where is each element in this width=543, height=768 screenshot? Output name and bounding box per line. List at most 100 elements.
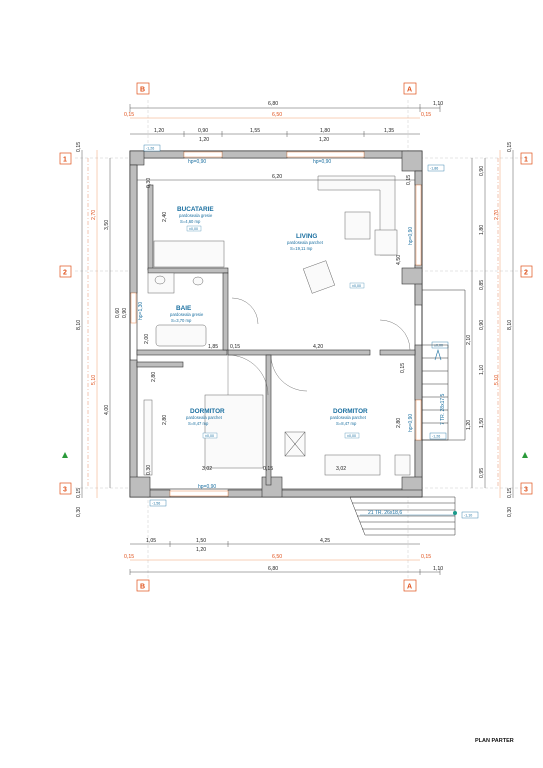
dim-left-below: 0,30: [76, 507, 82, 517]
dim-left-col-2: 0,90: [122, 308, 128, 318]
dim-top-axis-left: 0,15: [124, 112, 134, 118]
dim-right-outer-bottom: 0,15: [507, 488, 513, 498]
room-dormitor1-name: DORMITOR: [190, 408, 225, 415]
dim-right-corner: 0,15: [406, 175, 412, 185]
dim-living-width: 6,20: [272, 174, 282, 180]
hp-labels: hp=0,90 hp=0,90 hp=0,90 hp=0,90 hp=1,30 …: [138, 159, 414, 490]
axis-label-a-top: A: [407, 87, 412, 94]
room-bucatarie-finish: pardoseala gresie: [179, 213, 213, 218]
dim-top-overall: 6,80: [268, 101, 278, 107]
interior-dimensions: 6,20 1,85 0,15 4,20 3,02 0,15 3,02 4,50 …: [137, 174, 415, 475]
room-baie-name: BAIE: [176, 305, 192, 312]
dim-living-height: 4,50: [396, 255, 402, 265]
axis-label-b-bottom: B: [140, 584, 145, 591]
axis-label-2-left: 2: [63, 270, 67, 277]
room-baie-area: S=3,70 mp: [171, 318, 192, 323]
dim-bottom-axis-right: 0,15: [421, 554, 431, 560]
dim-left-span-bottom: 5,10: [91, 375, 97, 385]
dim-right-overall: 8,10: [507, 320, 513, 330]
room-dormitor2-finish: pardoseala parchet: [330, 415, 367, 420]
dim-bed1-h: 2,80: [162, 415, 168, 425]
level-bottom-right: -1,10: [464, 514, 472, 518]
room-living-area: S=19,11 mp: [290, 246, 313, 251]
furniture: [143, 175, 411, 476]
room-bucatarie-level: ±0,00: [189, 227, 198, 231]
dim-left-small: 2,80: [151, 372, 157, 382]
dim-top-seg-5: 1,35: [384, 128, 394, 134]
drawing-title: PLAN PARTER: [475, 738, 514, 744]
room-bucatarie-name: BUCATARIE: [177, 206, 214, 213]
dim-left-inner-b: 4,00: [104, 405, 110, 415]
dim-top-seg-1: 1,20: [154, 128, 164, 134]
dim-bottom-right-ext: 1,10: [433, 566, 443, 572]
stair-outer-label: 21 TR. 26x18,6: [368, 510, 402, 516]
level-top-right: -1,86: [430, 167, 438, 171]
dim-right-below: 0,30: [507, 507, 513, 517]
room-dormitor1-level: ±0,00: [205, 434, 214, 438]
dim-right-col-3: 0,85: [479, 280, 485, 290]
dim-left-inner-a: 3,50: [104, 220, 110, 230]
left-dimensions: 0,15 2,70 8,10 5,10 0,15 0,30 3,50 4,00 …: [76, 142, 128, 517]
room-bucatarie-area: S=4,60 mp: [180, 219, 201, 224]
room-dormitor1-area: S=8,47 mp: [188, 421, 209, 426]
level-bottom-left: -1,56: [152, 502, 160, 506]
dim-corr-left: 1,85: [208, 344, 218, 350]
dim-left-overall: 8,10: [76, 320, 82, 330]
dim-right-col-6: 1,50: [479, 418, 485, 428]
dim-right-span-bottom: 5,10: [494, 375, 500, 385]
dim-right-colb-1: 2,10: [466, 335, 472, 345]
dim-bottom-sub: 1,20: [196, 547, 206, 553]
dim-corner-top: 0,30: [146, 178, 152, 188]
axis-label-b-top: B: [140, 87, 145, 94]
dim-kitchen-h: 2,40: [162, 212, 168, 222]
dim-top-sub-2: 1,20: [319, 137, 329, 143]
dim-left-outer-top: 0,15: [76, 142, 82, 152]
axis-label-1-left: 1: [63, 157, 67, 164]
axis-label-1-right: 1: [524, 157, 528, 164]
axis-label-3-left: 3: [63, 487, 67, 494]
dim-right-colb-2: 1,20: [466, 420, 472, 430]
axis-label-2-right: 2: [524, 270, 528, 277]
dim-corr-mid: 0,15: [230, 344, 240, 350]
room-living-level: ±0,00: [352, 284, 361, 288]
dim-small-v: 0,15: [400, 363, 406, 373]
dim-right-outer-top: 0,15: [507, 142, 513, 152]
dim-top-seg-3: 1,55: [250, 128, 260, 134]
axis-label-3-right: 3: [524, 487, 528, 494]
dim-bottom-seg-2: 1,50: [196, 538, 206, 544]
level-top-left: -1,26: [146, 147, 154, 151]
dim-right-col-7: 0,95: [479, 468, 485, 478]
dim-top-right-ext: 1,10: [433, 101, 443, 107]
room-baie-finish: pardoseala gresie: [170, 312, 204, 317]
right-dimensions: 0,15 2,70 8,10 5,10 0,15 0,30 0,90 1,80 …: [466, 142, 514, 517]
room-living-finish: pardoseala parchet: [287, 240, 324, 245]
dim-mid-wall: 0,15: [263, 466, 273, 472]
dim-top-sub-1: 1,20: [199, 137, 209, 143]
dim-right-span-top: 2,70: [494, 210, 500, 220]
hp-right-top: hp=0,90: [408, 227, 414, 245]
dim-left-span-top: 2,70: [91, 210, 97, 220]
dim-bottom-seg-1: 1,05: [146, 538, 156, 544]
dim-left-col-1: 0,60: [115, 308, 121, 318]
dim-right-col-1: 0,90: [479, 166, 485, 176]
dim-top-seg-4: 1,80: [320, 128, 330, 134]
dim-bath-h: 2,00: [144, 334, 150, 344]
hp-bottom: hp=0,90: [198, 484, 216, 490]
dim-top-axis-span: 6,50: [272, 112, 282, 118]
dim-bottom-seg-3: 4,25: [320, 538, 330, 544]
walls: [129, 150, 423, 498]
doors: [227, 297, 411, 396]
dim-right-col-4: 0,90: [479, 320, 485, 330]
dim-bottom-axis-span: 6,50: [272, 554, 282, 560]
hp-bath: hp=1,30: [138, 302, 144, 320]
room-labels: BUCATARIE pardoseala gresie S=4,60 mp ±0…: [170, 206, 368, 439]
dim-left-outer-bottom: 0,15: [76, 488, 82, 498]
hp-top-left: hp=0,90: [188, 159, 206, 165]
dim-bed2-width: 3,02: [336, 466, 346, 472]
room-dormitor1-finish: pardoseala parchet: [186, 415, 223, 420]
room-dormitor2-name: DORMITOR: [333, 408, 368, 415]
dim-bed1-width: 3,02: [202, 466, 212, 472]
dim-bottom-overall: 6,80: [268, 566, 278, 572]
bottom-dimensions: 1,05 1,50 4,25 1,20 0,15 6,50 0,15 6,80 …: [124, 538, 443, 575]
